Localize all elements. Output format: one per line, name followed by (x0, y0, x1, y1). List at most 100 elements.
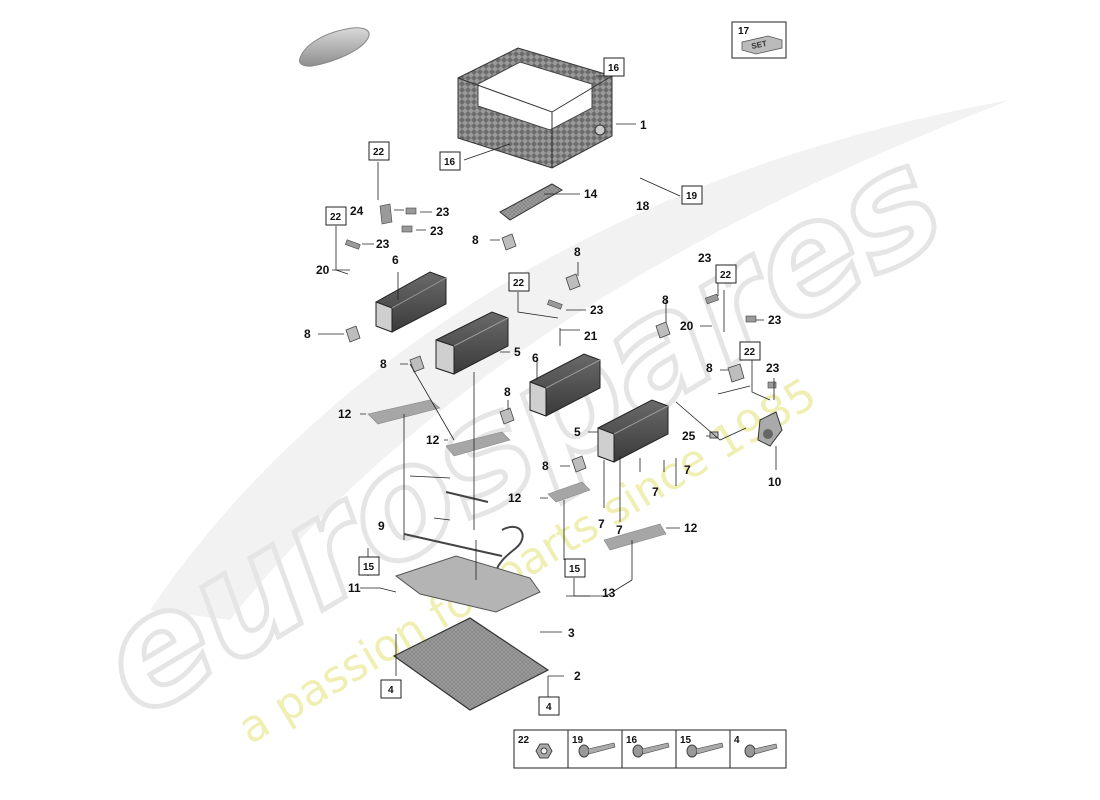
module-5a (435, 311, 509, 375)
legend-cell-16: 16 (626, 735, 670, 758)
svg-text:19: 19 (686, 191, 698, 202)
callout-8e: 8 (380, 357, 387, 371)
box-4b: 4 (538, 696, 560, 716)
callout-23d: 23 (590, 303, 604, 317)
svg-text:22: 22 (720, 270, 732, 281)
control-unit (709, 411, 783, 447)
callout-23b: 23 (430, 224, 444, 238)
svg-text:22: 22 (513, 278, 525, 289)
fastener-legend: 22 19 16 15 (513, 729, 787, 769)
box-15a: 15 (358, 556, 380, 576)
rail-and-cable (403, 491, 524, 579)
callout-12b: 12 (426, 433, 440, 447)
callout-8g: 8 (504, 385, 511, 399)
nut-icon (535, 743, 553, 759)
callout-3: 3 (568, 626, 575, 640)
callout-21: 21 (584, 329, 598, 343)
box-4a: 4 (380, 679, 402, 699)
callout-11: 11 (348, 581, 361, 595)
callout-2: 2 (574, 669, 581, 683)
svg-text:15: 15 (680, 735, 692, 746)
legend-cell-19: 19 (572, 735, 616, 758)
thermal-pads (367, 399, 667, 551)
svg-text:16: 16 (444, 157, 456, 168)
box-16b: 16 (439, 151, 461, 171)
svg-text:4: 4 (388, 685, 394, 696)
box-label-17: 17 (738, 26, 750, 37)
callout-8c: 8 (662, 293, 669, 307)
callout-23c: 23 (376, 237, 390, 251)
svg-text:22: 22 (330, 212, 342, 223)
callout-1: 1 (640, 118, 647, 132)
car-thumbnail (299, 27, 370, 67)
bolt-icon (686, 742, 724, 758)
svg-text:22: 22 (518, 735, 530, 746)
callout-18: 18 (636, 199, 650, 213)
box-16a: 16 (603, 57, 625, 77)
svg-text:19: 19 (572, 735, 584, 746)
box-19: 19 (681, 185, 703, 205)
box-22e: 22 (739, 341, 761, 361)
module-6a (375, 271, 447, 333)
set-label: SET (751, 39, 768, 51)
box-22b: 22 (325, 206, 347, 226)
svg-text:22: 22 (373, 147, 385, 158)
bolt-icon (632, 742, 670, 758)
callout-13: 13 (602, 586, 616, 600)
callout-20a: 20 (316, 263, 330, 277)
callout-23f: 23 (768, 313, 782, 327)
svg-text:15: 15 (569, 564, 581, 575)
bolt-icon (744, 743, 778, 758)
clips (345, 203, 777, 389)
seal-part (499, 183, 563, 221)
callout-9: 9 (378, 519, 385, 533)
floor-plate (392, 617, 550, 711)
callout-23a: 23 (436, 205, 450, 219)
svg-text:22: 22 (744, 347, 756, 358)
callout-5a: 5 (514, 345, 521, 359)
callout-12d: 12 (684, 521, 698, 535)
svg-text:16: 16 (608, 63, 620, 74)
cover-plate (394, 555, 541, 613)
boxed-references: 16 16 19 22 22 22 22 22 15 15 4 4 (325, 57, 761, 716)
svg-text:4: 4 (546, 702, 552, 713)
module-6b (529, 353, 601, 417)
callout-8d: 8 (304, 327, 311, 341)
callout-12c: 12 (508, 491, 522, 505)
battery-frame (457, 47, 613, 169)
svg-text:16: 16 (626, 735, 638, 746)
callout-5b: 5 (574, 425, 581, 439)
battery-modules (375, 271, 669, 463)
box-22a: 22 (368, 141, 390, 161)
legend-cell-22: 22 (518, 735, 553, 759)
callout-23e: 23 (698, 251, 712, 265)
callout-8a: 8 (472, 233, 479, 247)
legend-cell-15: 15 (680, 735, 724, 758)
svg-text:15: 15 (363, 562, 375, 573)
svg-text:4: 4 (734, 735, 740, 746)
box-15b: 15 (564, 558, 586, 578)
callout-14: 14 (584, 187, 598, 201)
callout-7c: 7 (598, 517, 605, 531)
box-22d: 22 (715, 264, 737, 284)
callout-10: 10 (768, 475, 782, 489)
callout-6b: 6 (532, 351, 539, 365)
set-icon: 17 SET (731, 21, 787, 59)
brackets (345, 233, 745, 473)
callout-7d: 7 (616, 523, 623, 537)
callout-24: 24 (350, 204, 364, 218)
callouts: 1 14 18 24 23 23 23 8 8 20 6 23 23 8 8 2… (304, 118, 782, 683)
bolt-icon (578, 742, 616, 758)
callout-8f: 8 (706, 361, 713, 375)
callout-7b: 7 (652, 485, 659, 499)
callout-6a: 6 (392, 253, 399, 267)
legend-cell-4: 4 (734, 735, 778, 758)
callout-25: 25 (682, 429, 696, 443)
callout-8b: 8 (574, 245, 581, 259)
watermark-swoosh (150, 100, 1010, 620)
leader-lines (318, 75, 777, 700)
callout-23g: 23 (766, 361, 780, 375)
callout-20b: 20 (680, 319, 694, 333)
callout-8h: 8 (542, 459, 549, 473)
